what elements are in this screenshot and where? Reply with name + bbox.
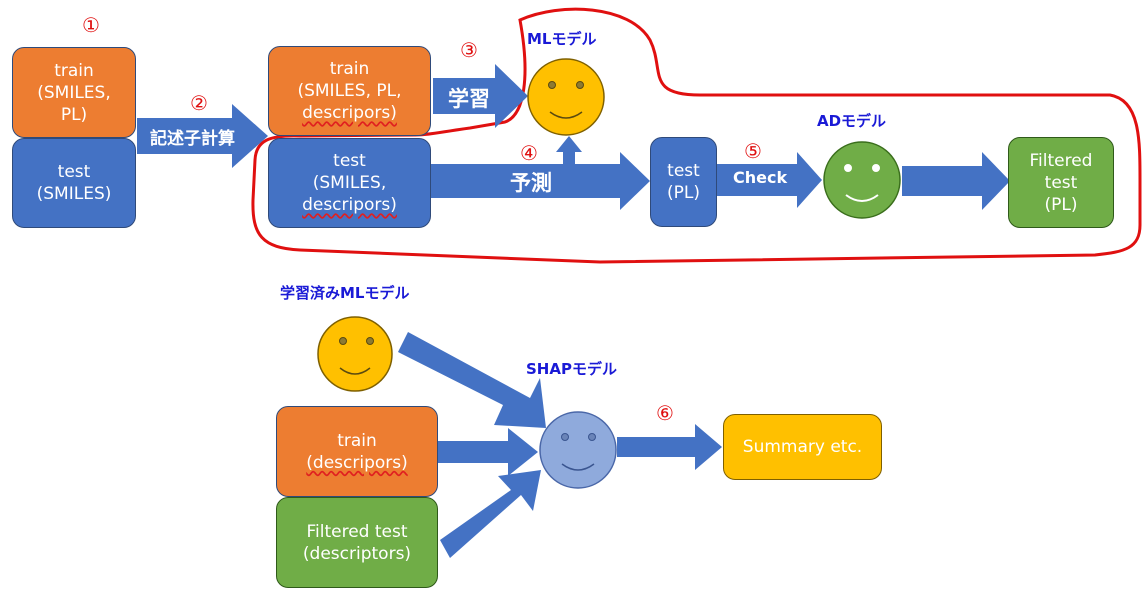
highlight-outline	[251, 7, 1142, 264]
step-number-2: ②	[190, 91, 208, 115]
box-text: test	[1044, 172, 1078, 193]
train-smiles-pl-desc-box: train(SMILES, PL,descripors)	[268, 46, 431, 136]
box-text: (SMILES, PL,	[297, 81, 402, 101]
box-text: train	[337, 430, 377, 451]
box-text: PL)	[60, 104, 88, 125]
arrow-filtered-to-shap	[440, 470, 541, 558]
box-text: test	[667, 161, 700, 181]
step-number-3: ③	[460, 38, 478, 62]
arrow-shap-to-summary	[617, 424, 722, 470]
box-text: (SMILES)	[36, 184, 112, 204]
step-number-6: ⑥	[656, 401, 674, 425]
box-text: (SMILES,	[37, 82, 111, 103]
train-descriptors-box: train(descripors)	[276, 406, 438, 497]
arrow-label-predict: 予測	[510, 171, 552, 195]
arrow-train-to-shap	[438, 428, 538, 476]
arrow-predict-branch	[563, 150, 575, 170]
box-text: test	[333, 151, 366, 171]
arrow-trained-to-shap	[398, 332, 546, 428]
box-text: (PL)	[667, 183, 700, 203]
ml-model-face	[527, 58, 605, 136]
step-number-1: ①	[82, 13, 100, 37]
filtered-test-descriptors-box: Filtered test(descriptors)	[276, 497, 438, 588]
train-smiles-pl-box: train(SMILES,PL)	[12, 47, 136, 138]
step-number-5: ⑤	[744, 139, 762, 163]
ad-model-face	[823, 141, 901, 219]
box-text: descripors)	[302, 195, 397, 215]
arrow-predict-branch-head	[556, 136, 582, 152]
arrow-ad-to-filtered	[902, 152, 1010, 210]
arrow-learn	[433, 64, 528, 128]
shap-model-title: SHAPモデル	[526, 360, 617, 378]
test-smiles-box: test(SMILES)	[12, 138, 136, 228]
box-text: Filtered	[1029, 150, 1093, 171]
step-number-4: ④	[520, 141, 538, 165]
box-text: (PL)	[1044, 194, 1078, 215]
test-smiles-desc-box: test(SMILES,descripors)	[268, 138, 431, 228]
test-pl-box: test(PL)	[650, 137, 717, 227]
arrow-descriptor-calc	[137, 104, 268, 168]
arrow-predict	[430, 152, 650, 210]
arrow-label-check: Check	[733, 168, 788, 187]
summary-box: Summary etc.	[723, 414, 882, 480]
arrow-label-learn: 学習	[448, 87, 490, 111]
box-text: descripors)	[302, 103, 397, 123]
arrow-check	[717, 152, 822, 208]
box-text: (SMILES,	[312, 173, 387, 193]
ml-model-title: MLモデル	[527, 30, 597, 48]
box-text: (descripors)	[306, 452, 408, 473]
shap-model-face	[539, 411, 617, 489]
arrow-label-descriptor-calc: 記述子計算	[150, 129, 235, 149]
box-text: train	[329, 59, 370, 79]
box-text: train	[54, 60, 94, 81]
ad-model-title: ADモデル	[817, 112, 887, 130]
trained-ml-model-title: 学習済みMLモデル	[280, 284, 410, 302]
box-text: Summary etc.	[742, 437, 863, 457]
box-text: test	[57, 162, 91, 182]
box-text: Filtered test	[306, 521, 408, 542]
box-text: (descriptors)	[302, 543, 412, 564]
trained-ml-model-face	[317, 316, 393, 392]
